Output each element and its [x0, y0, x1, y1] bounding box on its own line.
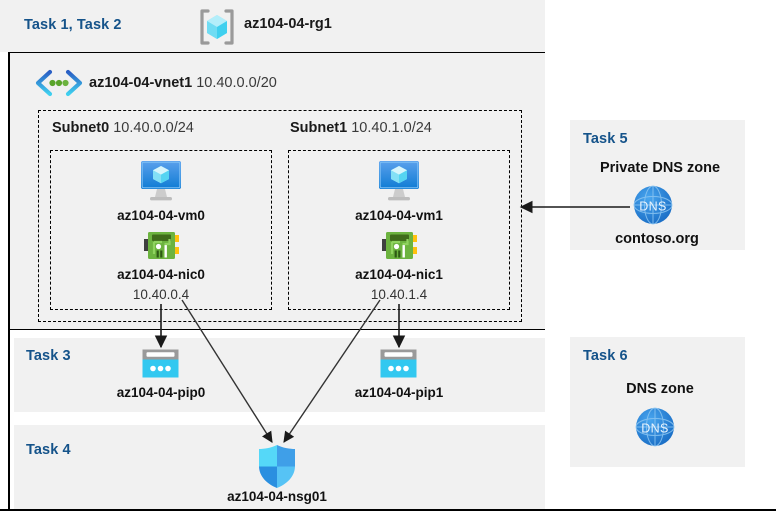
virtual-network-panel: [8, 52, 545, 330]
nic1-label: az104-04-nic1: [355, 267, 443, 282]
vnet-title: az104-04-vnet1 10.40.0.0/20: [89, 75, 277, 91]
public-ip-panel: [14, 338, 545, 412]
pip0-label: az104-04-pip0: [116, 385, 206, 400]
task-label-3: Task 3: [26, 348, 71, 364]
vm1-label: az104-04-vm1: [355, 208, 443, 223]
public-ip-address-icon: [142, 349, 179, 378]
network-interface-icon: [381, 229, 418, 263]
resource-group-bottom-border: [0, 509, 776, 511]
pip1-label: az104-04-pip1: [354, 385, 444, 400]
resource-group-left-border: [8, 52, 10, 510]
public-ip-address-icon: [380, 349, 417, 378]
nic0-ip: 10.40.0.4: [132, 287, 190, 302]
public-dns-heading: DNS zone: [626, 381, 694, 397]
task-label-4: Task 4: [26, 442, 71, 458]
network-security-group-shield-icon: [256, 444, 298, 489]
svg-text:DNS: DNS: [641, 422, 669, 436]
svg-text:DNS: DNS: [639, 200, 667, 214]
subnet1-title: Subnet1 10.40.1.0/24: [290, 120, 432, 136]
resource-group-name: az104-04-rg1: [244, 16, 332, 32]
task-label-1-2: Task 1, Task 2: [24, 17, 122, 33]
nsg-label: az104-04-nsg01: [227, 489, 327, 504]
virtual-machine-icon: [375, 158, 423, 202]
virtual-machine-icon: [137, 158, 185, 202]
nic0-label: az104-04-nic0: [117, 267, 205, 282]
nic1-ip: 10.40.1.4: [370, 287, 428, 302]
subnet0-cidr: 10.40.0.0/24: [113, 120, 194, 136]
subnet1-cidr: 10.40.1.0/24: [351, 120, 432, 136]
resource-group-header-panel: [0, 0, 545, 52]
subnets-outer-boundary: [38, 110, 522, 322]
vnet-name: az104-04-vnet1: [89, 75, 193, 91]
resource-group-cube-icon: [196, 6, 238, 48]
private-dns-panel: [570, 120, 745, 250]
task-label-6: Task 6: [583, 348, 628, 364]
subnet0-title: Subnet0 10.40.0.0/24: [52, 120, 194, 136]
private-dns-zone-name: contoso.org: [615, 231, 699, 247]
dns-globe-icon: DNS: [632, 184, 680, 232]
dns-globe-icon: DNS: [634, 406, 682, 454]
subnet0-name: Subnet0: [52, 120, 110, 136]
vnet-cidr: 10.40.0.0/20: [196, 75, 277, 91]
private-dns-heading: Private DNS zone: [599, 160, 721, 176]
virtual-network-icon: [34, 68, 84, 98]
task-label-5: Task 5: [583, 131, 628, 147]
vm0-label: az104-04-vm0: [117, 208, 205, 223]
subnet1-name: Subnet1: [290, 120, 348, 136]
network-interface-icon: [143, 229, 180, 263]
